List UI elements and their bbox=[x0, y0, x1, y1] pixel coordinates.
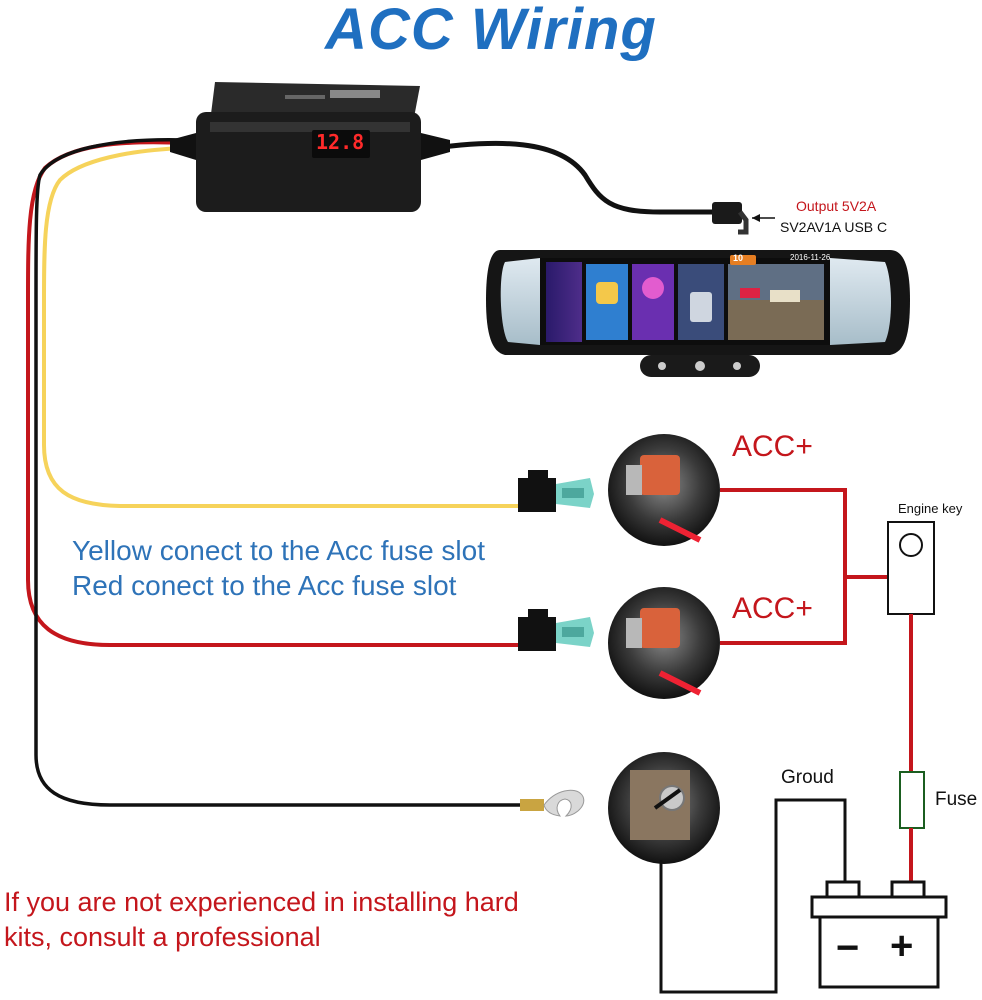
acc-plus-bottom: ACC+ bbox=[732, 592, 813, 625]
key-hole-icon bbox=[899, 533, 923, 557]
yellow-instruction: Yellow conect to the Acc fuse slot bbox=[72, 535, 485, 566]
ground-label: Groud bbox=[781, 767, 834, 788]
ground-line bbox=[659, 798, 847, 994]
usb-cable bbox=[419, 140, 720, 215]
output-spec-line2: SV2AV1A USB C bbox=[780, 219, 888, 235]
diagram-title: ACC Wiring bbox=[325, 0, 657, 62]
output-spec-line1: Output 5V2A bbox=[796, 198, 877, 214]
acc-line-top bbox=[720, 488, 888, 579]
fuse-tap-yellow bbox=[518, 470, 594, 512]
ground-bolt-photo bbox=[608, 752, 720, 864]
fuse-label: Fuse bbox=[935, 789, 978, 810]
warning-line-1: If you are not experienced in installing… bbox=[4, 887, 519, 917]
acc-line-bottom bbox=[720, 577, 847, 645]
hardwire-converter bbox=[170, 82, 450, 212]
mirror-speed-badge: 10 bbox=[733, 253, 744, 263]
engine-key-label: Engine key bbox=[898, 501, 963, 516]
rearview-mirror bbox=[486, 250, 910, 377]
battery-minus-sign: − bbox=[836, 926, 860, 970]
battery-plus-sign: + bbox=[890, 924, 914, 968]
usb-c-tip bbox=[738, 210, 749, 235]
fuse-photo-bottom bbox=[608, 587, 720, 699]
battery-icon bbox=[810, 880, 948, 989]
fuse-tap-red bbox=[518, 609, 594, 651]
acc-plus-top: ACC+ bbox=[732, 430, 813, 463]
warning-line-2: kits, consult a professional bbox=[4, 922, 321, 952]
converter-voltage-display: 12.8 bbox=[316, 130, 365, 154]
ground-ring-terminal bbox=[520, 789, 585, 817]
red-instruction: Red conect to the Acc fuse slot bbox=[72, 570, 457, 601]
fuse-photo-top bbox=[608, 434, 720, 546]
black-wire bbox=[34, 138, 520, 807]
yellow-wire bbox=[42, 146, 520, 508]
fuse-box bbox=[899, 771, 925, 829]
usb-c-plug bbox=[712, 202, 742, 224]
mirror-date: 2016-11-26 bbox=[790, 253, 831, 262]
